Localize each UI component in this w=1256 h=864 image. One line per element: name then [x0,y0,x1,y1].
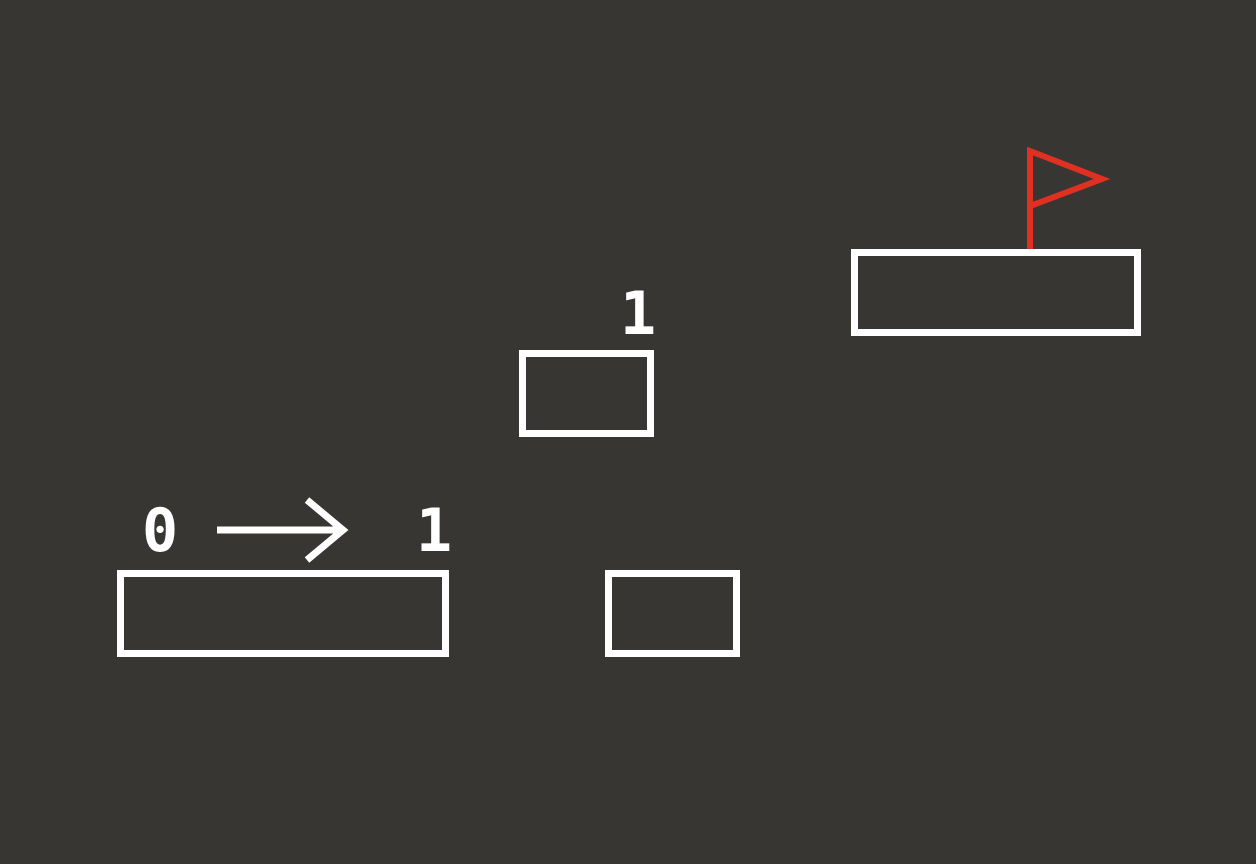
start-value-label: 0 [142,496,179,566]
floating-platform-label: 1 [620,279,657,349]
start-target-label: 1 [416,496,453,566]
goal-platform [851,249,1141,336]
low-platform [605,570,740,657]
floating-platform [519,350,654,437]
start-platform [117,570,449,657]
goal-flag-icon [1027,146,1111,250]
right-arrow-icon [217,497,349,563]
